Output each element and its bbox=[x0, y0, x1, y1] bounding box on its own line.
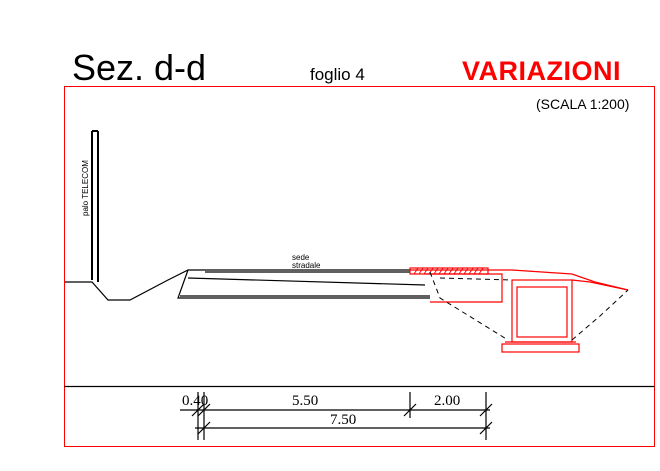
scale-label: (SCALA 1:200) bbox=[536, 96, 629, 112]
dimension-5-50: 5.50 bbox=[292, 393, 318, 409]
variations-title: VARIAZIONI bbox=[462, 56, 621, 86]
dimension-0-40: 0.40 bbox=[182, 393, 208, 409]
road-label-line2: stradale bbox=[292, 261, 321, 270]
excavation-lines bbox=[429, 271, 629, 341]
telecom-pole bbox=[91, 130, 99, 282]
drawing-frame bbox=[64, 86, 655, 447]
road-label-line1: sede bbox=[292, 253, 310, 262]
dimension-lines bbox=[180, 392, 493, 440]
ground-profile bbox=[65, 269, 430, 301]
pole-label: palo TELECOM bbox=[81, 160, 90, 216]
section-title: Sez. d-d bbox=[72, 47, 206, 88]
variation-structure bbox=[409, 267, 629, 353]
dimension-total-7-50: 7.50 bbox=[330, 412, 356, 428]
sheet-label: foglio 4 bbox=[310, 65, 365, 84]
dimension-2-00: 2.00 bbox=[434, 393, 460, 409]
